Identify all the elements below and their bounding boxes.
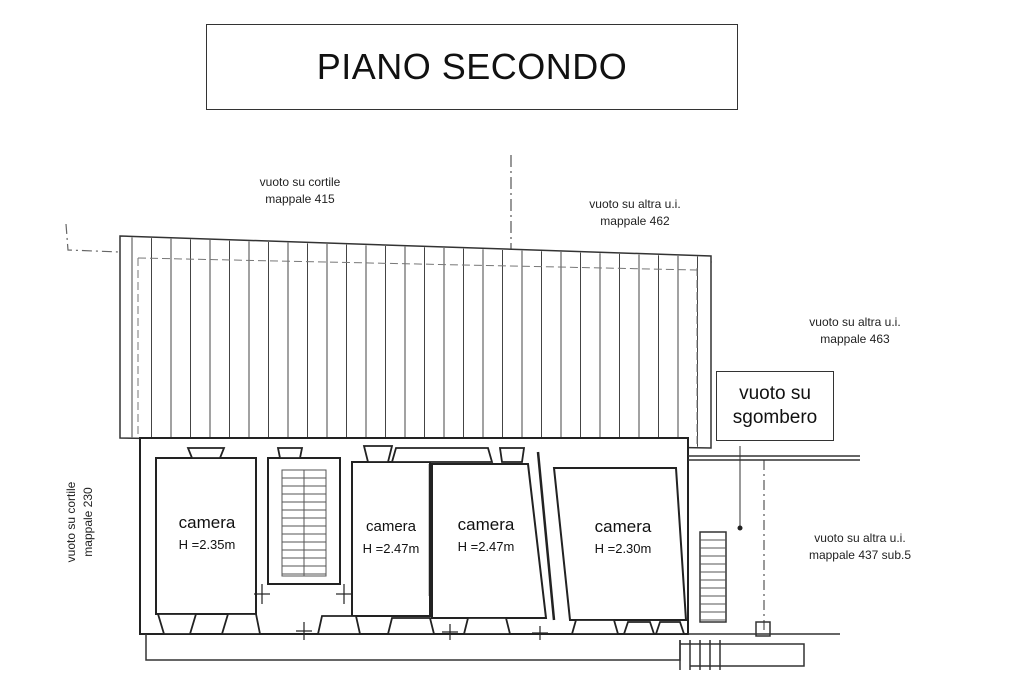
page-title: PIANO SECONDO bbox=[206, 24, 738, 110]
base-outline bbox=[145, 634, 805, 670]
hatch-lines bbox=[131, 237, 698, 447]
walls bbox=[139, 437, 689, 635]
label-altra-437: vuoto su altra u.i.mappale 437 sub.5 bbox=[808, 531, 912, 562]
annex-steps bbox=[700, 539, 726, 621]
label-altra-462: vuoto su altra u.i.mappale 462 bbox=[589, 197, 681, 228]
roof-ridge-line bbox=[137, 257, 698, 271]
label-altra-463: vuoto su altra u.i.mappale 463 bbox=[809, 315, 901, 346]
annex bbox=[688, 446, 860, 637]
openings bbox=[156, 445, 686, 635]
cross-marks bbox=[254, 584, 548, 640]
hatched-void-area bbox=[119, 235, 712, 449]
stair-steps bbox=[282, 477, 326, 575]
